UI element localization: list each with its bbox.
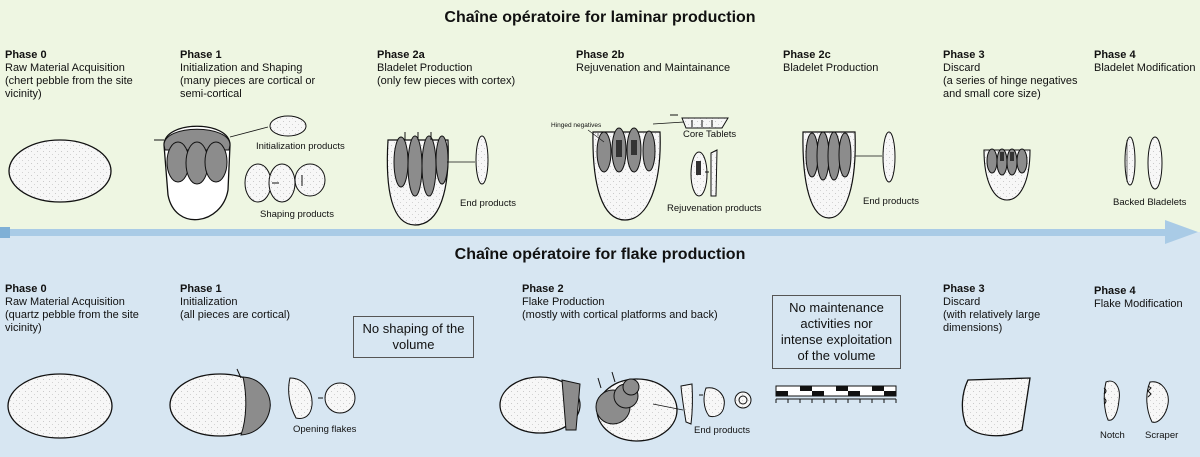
phase-desc: Discard [943,62,981,74]
phase-desc: (mostly with cortical platforms and back… [522,309,718,321]
notch-tool [1103,380,1120,421]
flake-phase-1: Phase 1 Initialization (all pieces are c… [180,283,290,322]
quartz-pebble [7,373,113,439]
scale-bar [775,385,897,403]
backed-bladelets [1124,136,1163,190]
flake-phase-0: Phase 0 Raw Material Acquisition (quartz… [5,283,139,335]
core-tablets [670,114,729,129]
phase-desc: Bladelet Modification [1094,62,1196,74]
label-end-products-2c: End products [863,196,919,207]
shaped-core [154,125,231,221]
laminar-phase-2c: Phase 2c Bladelet Production [783,49,878,75]
phase-desc: Rejuvenation and Maintainance [576,62,731,74]
phase-title: Phase 3 [943,283,985,295]
box-line: No maintenance [789,300,884,315]
label-core-tablets: Core Tablets [683,129,737,140]
phase-title: Phase 2a [377,49,425,61]
phase-title: Phase 1 [180,283,222,295]
phase-desc: Raw Material Acquisition [5,296,125,308]
label-hinged-negatives: Hinged negatives [551,122,602,129]
initialized-pebble [169,368,271,437]
phase-title: Phase 2 [522,283,564,295]
phase-desc: and small core size) [943,88,1041,100]
box-line: No shaping of the [362,321,465,336]
laminar-phase-0: Phase 0 Raw Material Acquisition (chert … [5,49,133,101]
phase-title: Phase 2b [576,49,625,61]
scraper-tool [1146,381,1169,423]
laminar-phase-2a: Phase 2a Bladelet Production (only few p… [377,49,515,88]
phase-title: Phase 3 [943,49,985,61]
no-maintenance-box: No maintenance activities nor intense ex… [772,295,901,369]
phase-desc: (chert pebble from the site [5,75,133,87]
label-initialization-products: Initialization products [256,141,345,152]
end-product-bladelet-2c [882,131,896,183]
phase-desc: Bladelet Production [783,62,879,74]
discarded-flake-core [961,377,1031,437]
label-opening-flakes: Opening flakes [293,424,357,435]
flake-core [499,371,684,442]
bladelet-core-2c [802,131,856,219]
phase-desc: vicinity) [5,88,42,100]
label-notch: Notch [1100,430,1125,441]
phase-desc: (many pieces are cortical or [180,75,316,87]
phase-desc: (only few pieces with cortex) [377,75,516,87]
flake-phase-2: Phase 2 Flake Production (mostly with co… [522,283,718,322]
phase-desc: (all pieces are cortical) [180,309,291,321]
phase-desc: (with relatively large [943,309,1041,321]
phase-desc: Flake Modification [1094,298,1183,310]
laminar-phase-4: Phase 4 Bladelet Modification [1094,49,1196,75]
flake-phase-4: Phase 4 Flake Modification [1094,285,1183,311]
end-product-flakes [680,383,752,425]
box-line: volume [392,337,435,352]
box-line: activities nor [800,316,873,331]
phase-title: Phase 4 [1094,49,1136,61]
label-backed-bladelets: Backed Bladelets [1113,197,1187,208]
phase-title: Phase 1 [180,49,222,61]
no-shaping-box: No shaping of the volume [353,316,474,358]
phase-desc: Initialization [180,296,238,308]
label-end-products-2a: End products [460,198,516,209]
chert-pebble [8,139,112,203]
box-line: intense exploitation [780,332,893,347]
phase-desc: semi-cortical [180,88,242,100]
phase-title: Phase 4 [1094,285,1136,297]
label-scraper: Scraper [1145,430,1179,441]
phase-title: Phase 0 [5,49,47,61]
phase-desc: Flake Production [522,296,605,308]
opening-flakes [288,377,356,419]
initialization-flake [269,115,307,137]
phase-desc: dimensions) [943,322,1003,334]
phase-desc: Discard [943,296,981,308]
rejuvenated-core [592,127,661,221]
laminar-phase-1: Phase 1 Initialization and Shaping (many… [180,49,315,101]
label-rejuvenation-products: Rejuvenation products [667,203,762,214]
phase-title: Phase 0 [5,283,47,295]
rejuvenation-flakes [690,149,718,197]
laminar-title: Chaîne opératoire for laminar production [444,9,756,26]
phase-desc: vicinity) [5,322,42,334]
end-product-bladelet-2a [475,135,489,185]
laminar-phase-3: Phase 3 Discard (a series of hinge negat… [943,49,1078,101]
phase-desc: Initialization and Shaping [180,62,303,74]
phase-desc: (quartz pebble from the site [5,309,139,321]
phase-desc: Bladelet Production [377,62,473,74]
bladelet-core-2a [386,132,449,226]
phase-desc: (a series of hinge negatives [943,75,1078,87]
box-line: of the volume [797,348,876,363]
timeline-arrow [0,220,1198,244]
phase-title: Phase 2c [783,49,831,61]
shaping-flakes [244,163,326,203]
exhausted-core [983,148,1031,201]
phase-desc: Raw Material Acquisition [5,62,125,74]
flake-title: Chaîne opératoire for flake production [454,246,746,263]
label-shaping-products: Shaping products [260,209,334,220]
flake-phase-3: Phase 3 Discard (with relatively large d… [943,283,1040,335]
label-end-products-flake: End products [694,425,750,436]
laminar-phase-2b: Phase 2b Rejuvenation and Maintainance [576,49,730,75]
